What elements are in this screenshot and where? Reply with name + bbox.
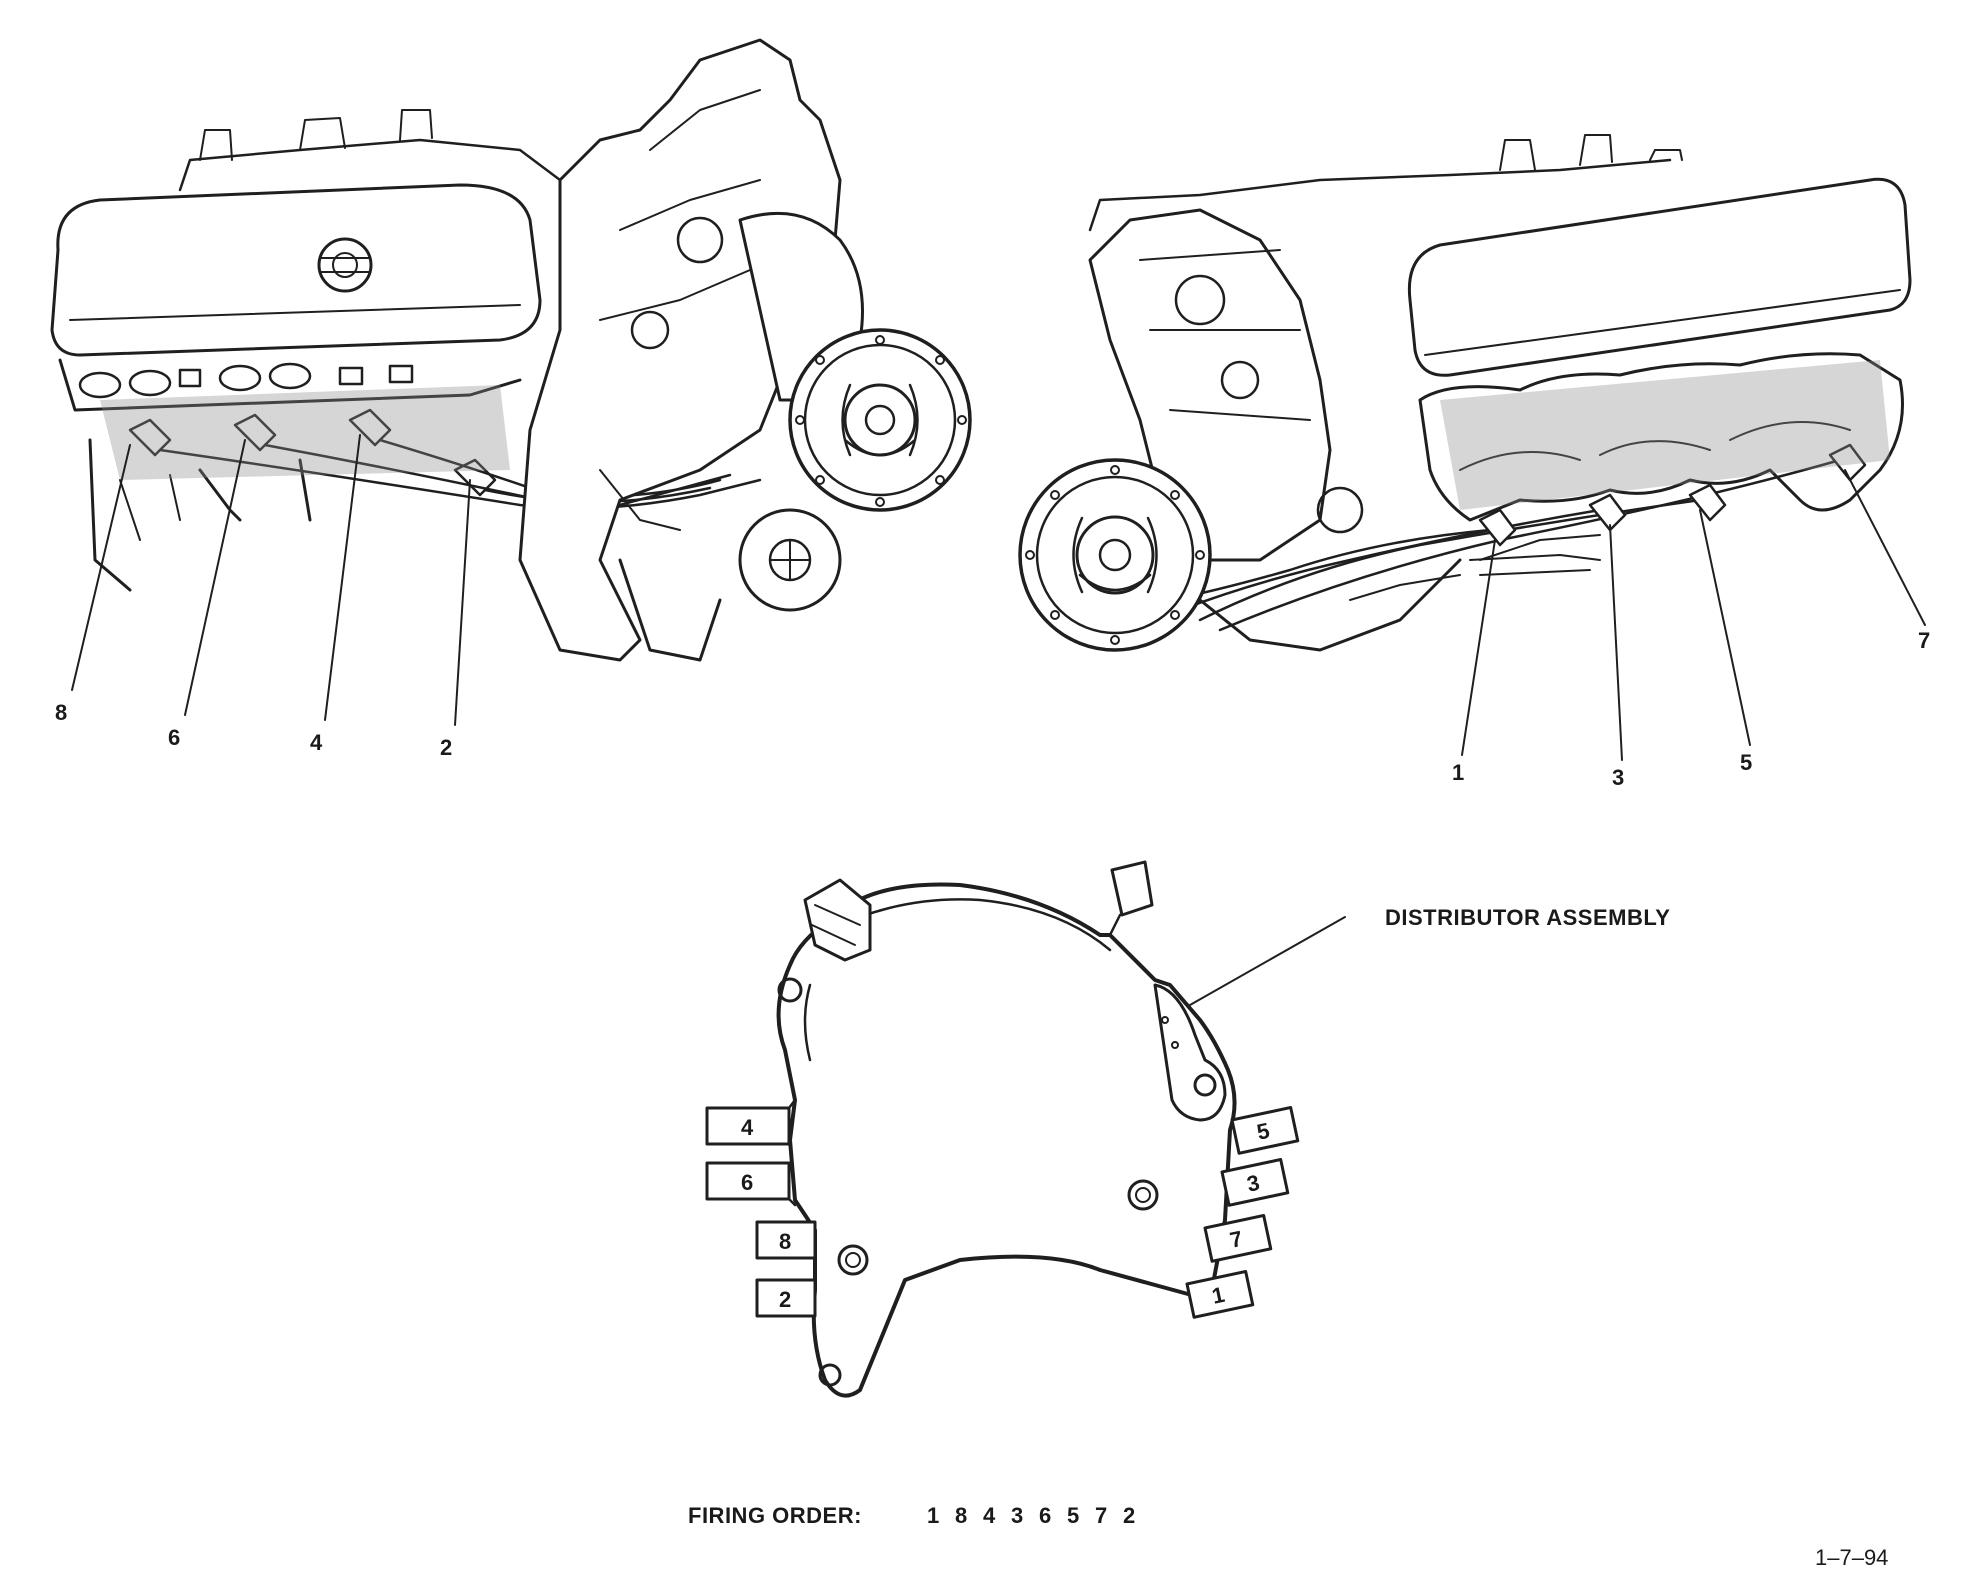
- tower-label: 3: [1245, 1170, 1262, 1197]
- tower-label: 8: [779, 1229, 791, 1254]
- firing-order-cylinder: 1: [927, 1503, 940, 1528]
- firing-order-cylinder: 7: [1095, 1503, 1108, 1528]
- tower-label: 2: [779, 1287, 791, 1312]
- distributor-towers-left: 4 6 8 2: [705, 1098, 817, 1318]
- tower-label: 7: [1228, 1226, 1245, 1253]
- firing-order: FIRING ORDER: 1 8 4 3 6 5 7 2: [688, 1503, 1136, 1528]
- firing-order-cylinder: 5: [1067, 1503, 1080, 1528]
- left-engine-view: 8 6 4 2: [50, 38, 972, 760]
- tower-label: 6: [741, 1170, 753, 1195]
- distributor-towers-right: 5 3 7 1: [1185, 1106, 1300, 1319]
- tower-label: 1: [1210, 1282, 1227, 1309]
- firing-order-label: FIRING ORDER:: [688, 1503, 862, 1528]
- firing-order-cylinder: 6: [1039, 1503, 1052, 1528]
- left-bank-callout: 2: [440, 735, 452, 760]
- right-bank-callout: 7: [1918, 628, 1930, 653]
- firing-order-cylinder: 3: [1011, 1503, 1024, 1528]
- right-bank-callout: 1: [1452, 760, 1464, 785]
- distributor-assembly-label: DISTRIBUTOR ASSEMBLY: [1385, 905, 1670, 930]
- right-bank-callout: 5: [1740, 750, 1752, 775]
- right-engine-view: 1 3 5 7: [1018, 134, 1930, 790]
- tower-label: 4: [741, 1115, 754, 1140]
- firing-order-cylinder: 8: [955, 1503, 968, 1528]
- right-bank-callout: 3: [1612, 765, 1624, 790]
- firing-order-cylinder: 2: [1123, 1503, 1136, 1528]
- left-bank-callout: 6: [168, 725, 180, 750]
- firing-order-cylinder: 4: [983, 1503, 996, 1528]
- figure-id: 1–7–94: [1815, 1545, 1888, 1570]
- tower-label: 5: [1255, 1118, 1272, 1145]
- left-bank-callout: 8: [55, 700, 67, 725]
- distributor-assembly: 4 6 8 2 5 3 7 1 DISTRIBUTOR ASSE: [705, 860, 1670, 1398]
- left-bank-callout: 4: [310, 730, 323, 755]
